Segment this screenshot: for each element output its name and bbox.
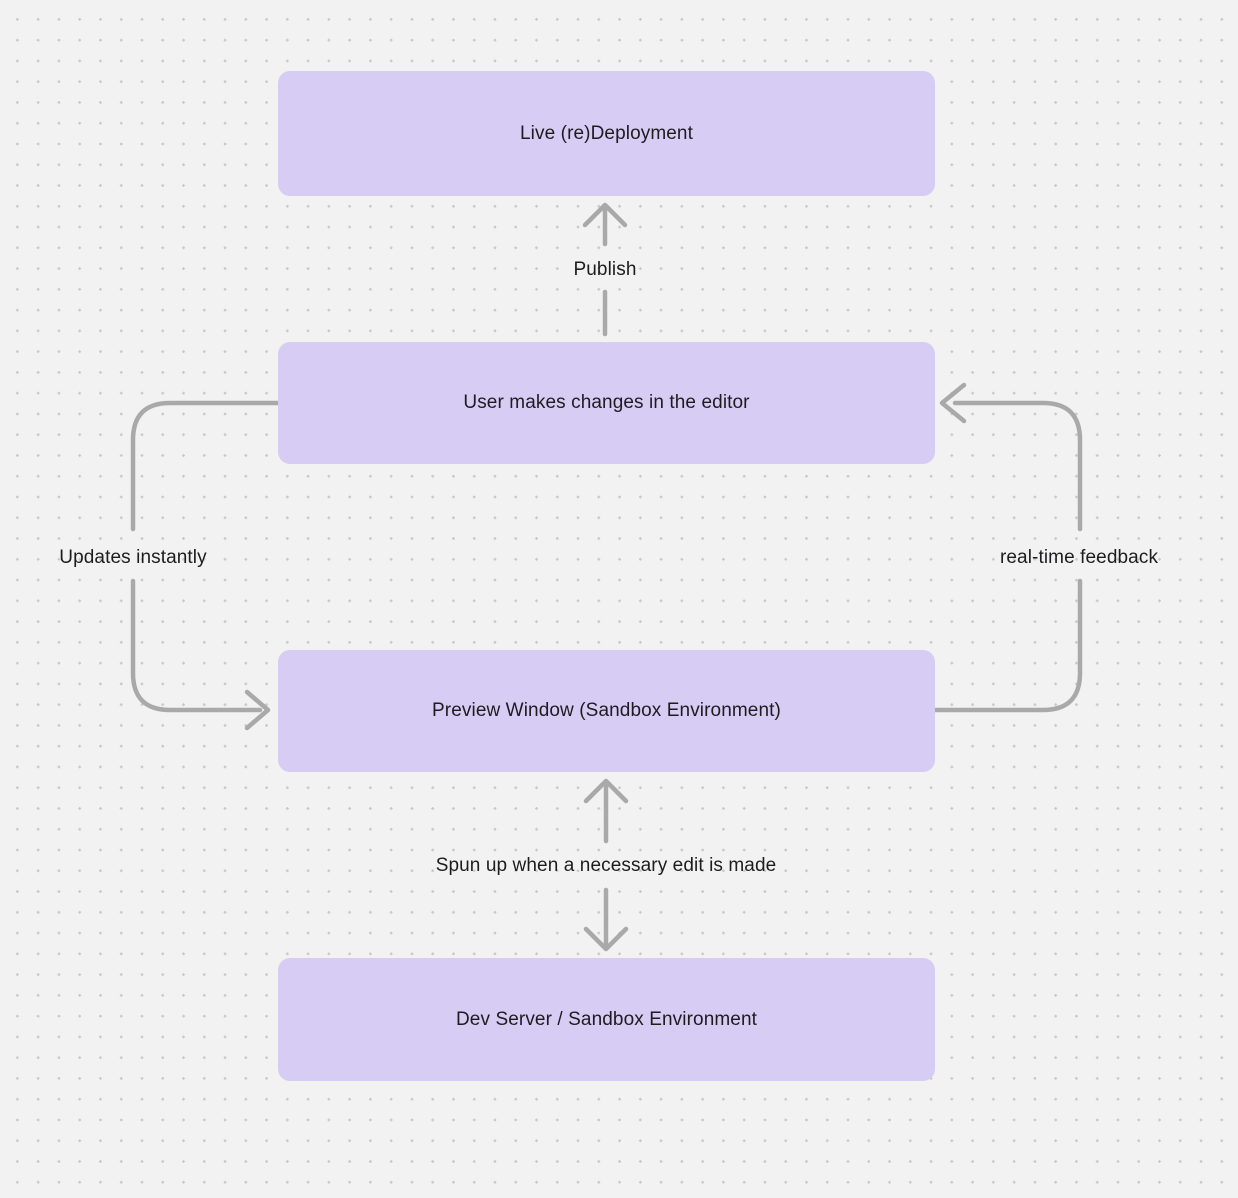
feedback-arrow-lower	[932, 578, 1083, 713]
feedback-arrowhead-left-icon	[939, 382, 967, 424]
spunup-arrowhead-down-icon	[583, 926, 629, 952]
edge-label-updates-instantly: Updates instantly	[59, 547, 207, 568]
node-live-redeployment-label: Live (re)Deployment	[520, 122, 693, 144]
node-user-makes-changes-label: User makes changes in the editor	[463, 392, 750, 413]
edge-label-spun-up: Spun up when a necessary edit is made	[435, 855, 777, 876]
feedback-arrow-upper	[952, 400, 1083, 532]
updates-arrowhead-right-icon	[244, 689, 271, 731]
edge-label-publish: Publish	[573, 259, 637, 280]
updates-arrow-lower	[130, 578, 263, 713]
publish-arrowhead-up-icon	[582, 202, 628, 228]
edge-label-realtime-feedback: real-time feedback	[999, 547, 1159, 568]
node-user-makes-changes: User makes changes in the editor	[278, 342, 935, 464]
node-preview-window-label: Preview Window (Sandbox Environment)	[432, 700, 781, 721]
node-preview-window: Preview Window (Sandbox Environment)	[278, 650, 935, 772]
spunup-arrowhead-up-icon	[583, 778, 629, 804]
node-dev-server: Dev Server / Sandbox Environment	[278, 958, 935, 1081]
node-dev-server-label: Dev Server / Sandbox Environment	[455, 1008, 757, 1030]
node-live-redeployment: Live (re)Deployment	[278, 71, 935, 196]
updates-arrow-upper	[130, 400, 281, 532]
